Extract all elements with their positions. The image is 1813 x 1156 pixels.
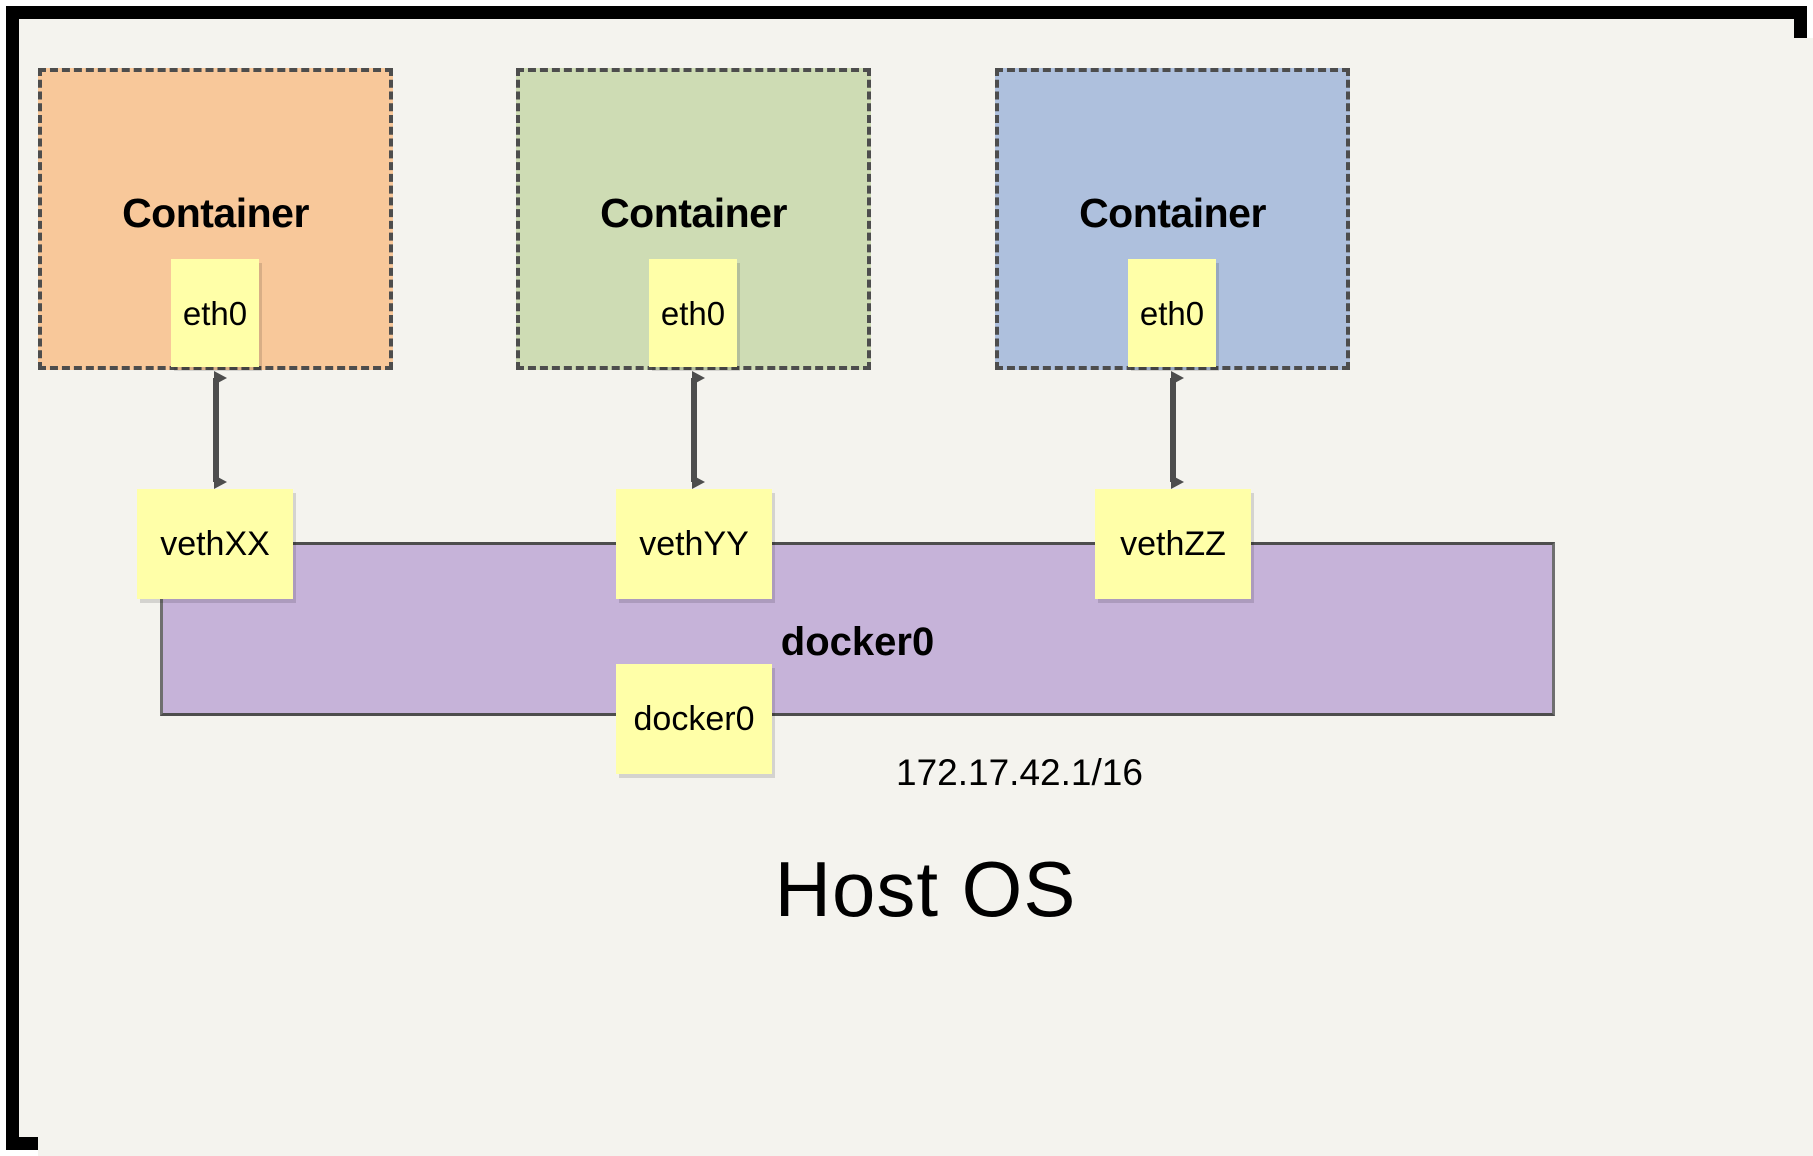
docker0-bridge-bar[interactable]: docker0 [160, 542, 1555, 716]
container-title-1: Container [122, 190, 309, 236]
link-arrow-3 [1170, 371, 1184, 489]
eth0-interface-box-1[interactable]: eth0 [171, 259, 259, 367]
link-arrow-1 [213, 371, 227, 489]
container-title-3: Container [1079, 190, 1266, 236]
container-title-2: Container [600, 190, 787, 236]
diagram-inner-canvas: Container eth0 Container eth0 Container … [38, 38, 1813, 1156]
veth-box-3[interactable]: vethZZ [1095, 489, 1251, 599]
host-os-label: Host OS [774, 845, 1077, 933]
docker0-interface-box[interactable]: docker0 [616, 664, 772, 774]
veth-box-1[interactable]: vethXX [137, 489, 293, 599]
docker0-bridge-label: docker0 [780, 620, 935, 664]
link-arrow-2 [691, 371, 705, 489]
veth-box-2[interactable]: vethYY [616, 489, 772, 599]
eth0-interface-box-2[interactable]: eth0 [649, 259, 737, 367]
eth0-interface-box-3[interactable]: eth0 [1128, 259, 1216, 367]
docker0-ip-address-label: 172.17.42.1/16 [896, 752, 1143, 793]
diagram-frame: Container eth0 Container eth0 Container … [6, 6, 1813, 1156]
